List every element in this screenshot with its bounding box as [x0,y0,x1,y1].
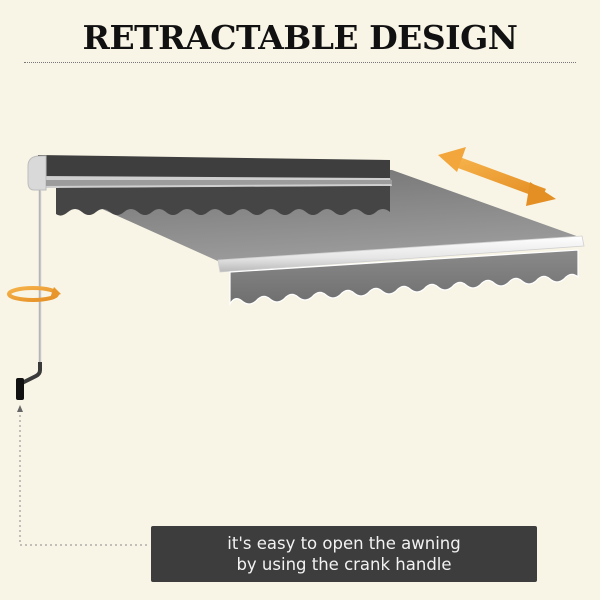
awning-housing [27,155,392,216]
caption-box: it's easy to open the awning by using th… [151,526,537,582]
rotation-arrow-icon [7,286,61,302]
front-valance [229,249,579,307]
page-title: RETRACTABLE DESIGN [82,18,518,57]
guide-line [17,405,150,546]
double-headed-arrow-icon [438,147,556,206]
title-divider [24,62,576,63]
front-bar [217,235,585,273]
caption-line-1: it's easy to open the awning [227,534,461,553]
crank-handle [16,190,42,400]
rear-valance [56,186,390,216]
caption-line-2: by using the crank handle [236,555,452,574]
